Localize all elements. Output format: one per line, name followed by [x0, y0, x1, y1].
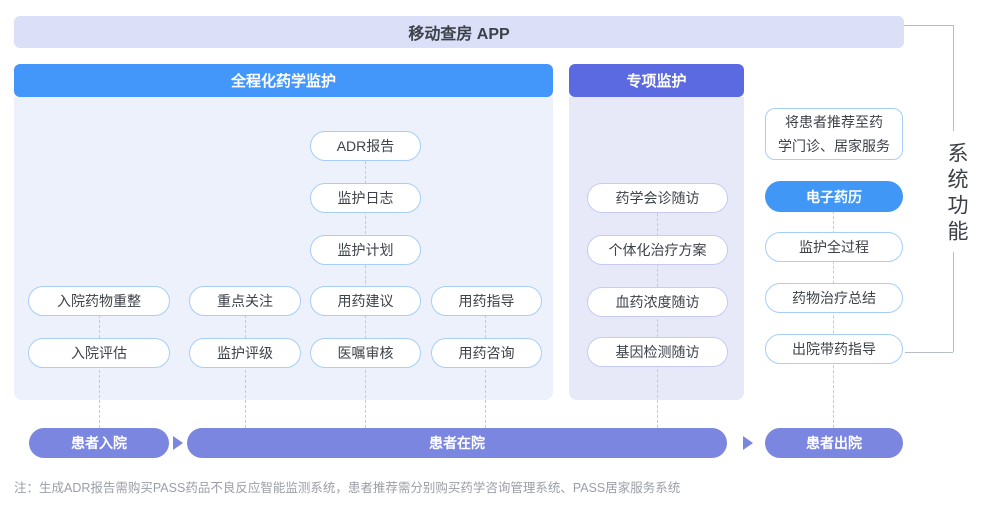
app-banner-title: 移动查房 APP: [408, 26, 510, 43]
node-admission-assessment: 入院评估: [28, 338, 170, 368]
node-gene-test-followup: 基因检测随访: [587, 337, 728, 367]
node-admission-med-reconciliation: 入院药物重整: [28, 286, 170, 316]
header-full-course-monitoring: 全程化药学监护: [14, 64, 553, 97]
connector-line: [904, 25, 953, 26]
header-special-monitoring: 专项监护: [569, 64, 744, 97]
node-blood-drug-concentration-followup: 血药浓度随访: [587, 287, 728, 317]
node-whole-process-monitoring: 监护全过程: [765, 232, 903, 262]
node-monitoring-rating: 监护评级: [189, 338, 301, 368]
node-referral-line1: 将患者推荐至药: [785, 114, 883, 130]
footnote: 注：生成ADR报告需购买PASS药品不良反应智能监测系统，患者推荐需分别购买药学…: [14, 481, 681, 495]
node-key-focus: 重点关注: [189, 286, 301, 316]
node-individualized-treatment-plan: 个体化治疗方案: [587, 235, 728, 265]
node-monitoring-log: 监护日志: [310, 183, 421, 213]
node-order-review: 医嘱审核: [310, 338, 421, 368]
node-medication-advice: 用药建议: [310, 286, 421, 316]
node-medication-consult: 用药咨询: [431, 338, 542, 368]
header-special-label: 专项监护: [626, 73, 687, 90]
node-adr-report: ADR报告: [310, 131, 421, 161]
node-drug-treatment-summary: 药物治疗总结: [765, 283, 903, 313]
header-full-course-label: 全程化药学监护: [230, 73, 336, 90]
node-monitoring-plan: 监护计划: [310, 235, 421, 265]
connector-line: [905, 352, 953, 353]
arrow-right-icon: [173, 436, 183, 450]
node-referral-line2: 学门诊、居家服务: [778, 138, 890, 154]
app-banner: 移动查房 APP: [14, 16, 904, 48]
arrow-right-icon: [743, 436, 753, 450]
system-functions-label: 系统功能: [945, 142, 968, 246]
stage-in-hospital: 患者在院: [187, 428, 727, 458]
stage-admission: 患者入院: [29, 428, 169, 458]
node-pharmacy-consult-followup: 药学会诊随访: [587, 183, 728, 213]
node-medication-guidance: 用药指导: [431, 286, 542, 316]
stage-discharge: 患者出院: [765, 428, 903, 458]
connector-line: [953, 252, 954, 352]
node-e-medication-record: 电子药历: [765, 181, 903, 212]
node-referral: 将患者推荐至药 学门诊、居家服务: [765, 108, 903, 160]
node-discharge-medication-guidance: 出院带药指导: [765, 334, 903, 364]
connector-line: [953, 25, 954, 131]
